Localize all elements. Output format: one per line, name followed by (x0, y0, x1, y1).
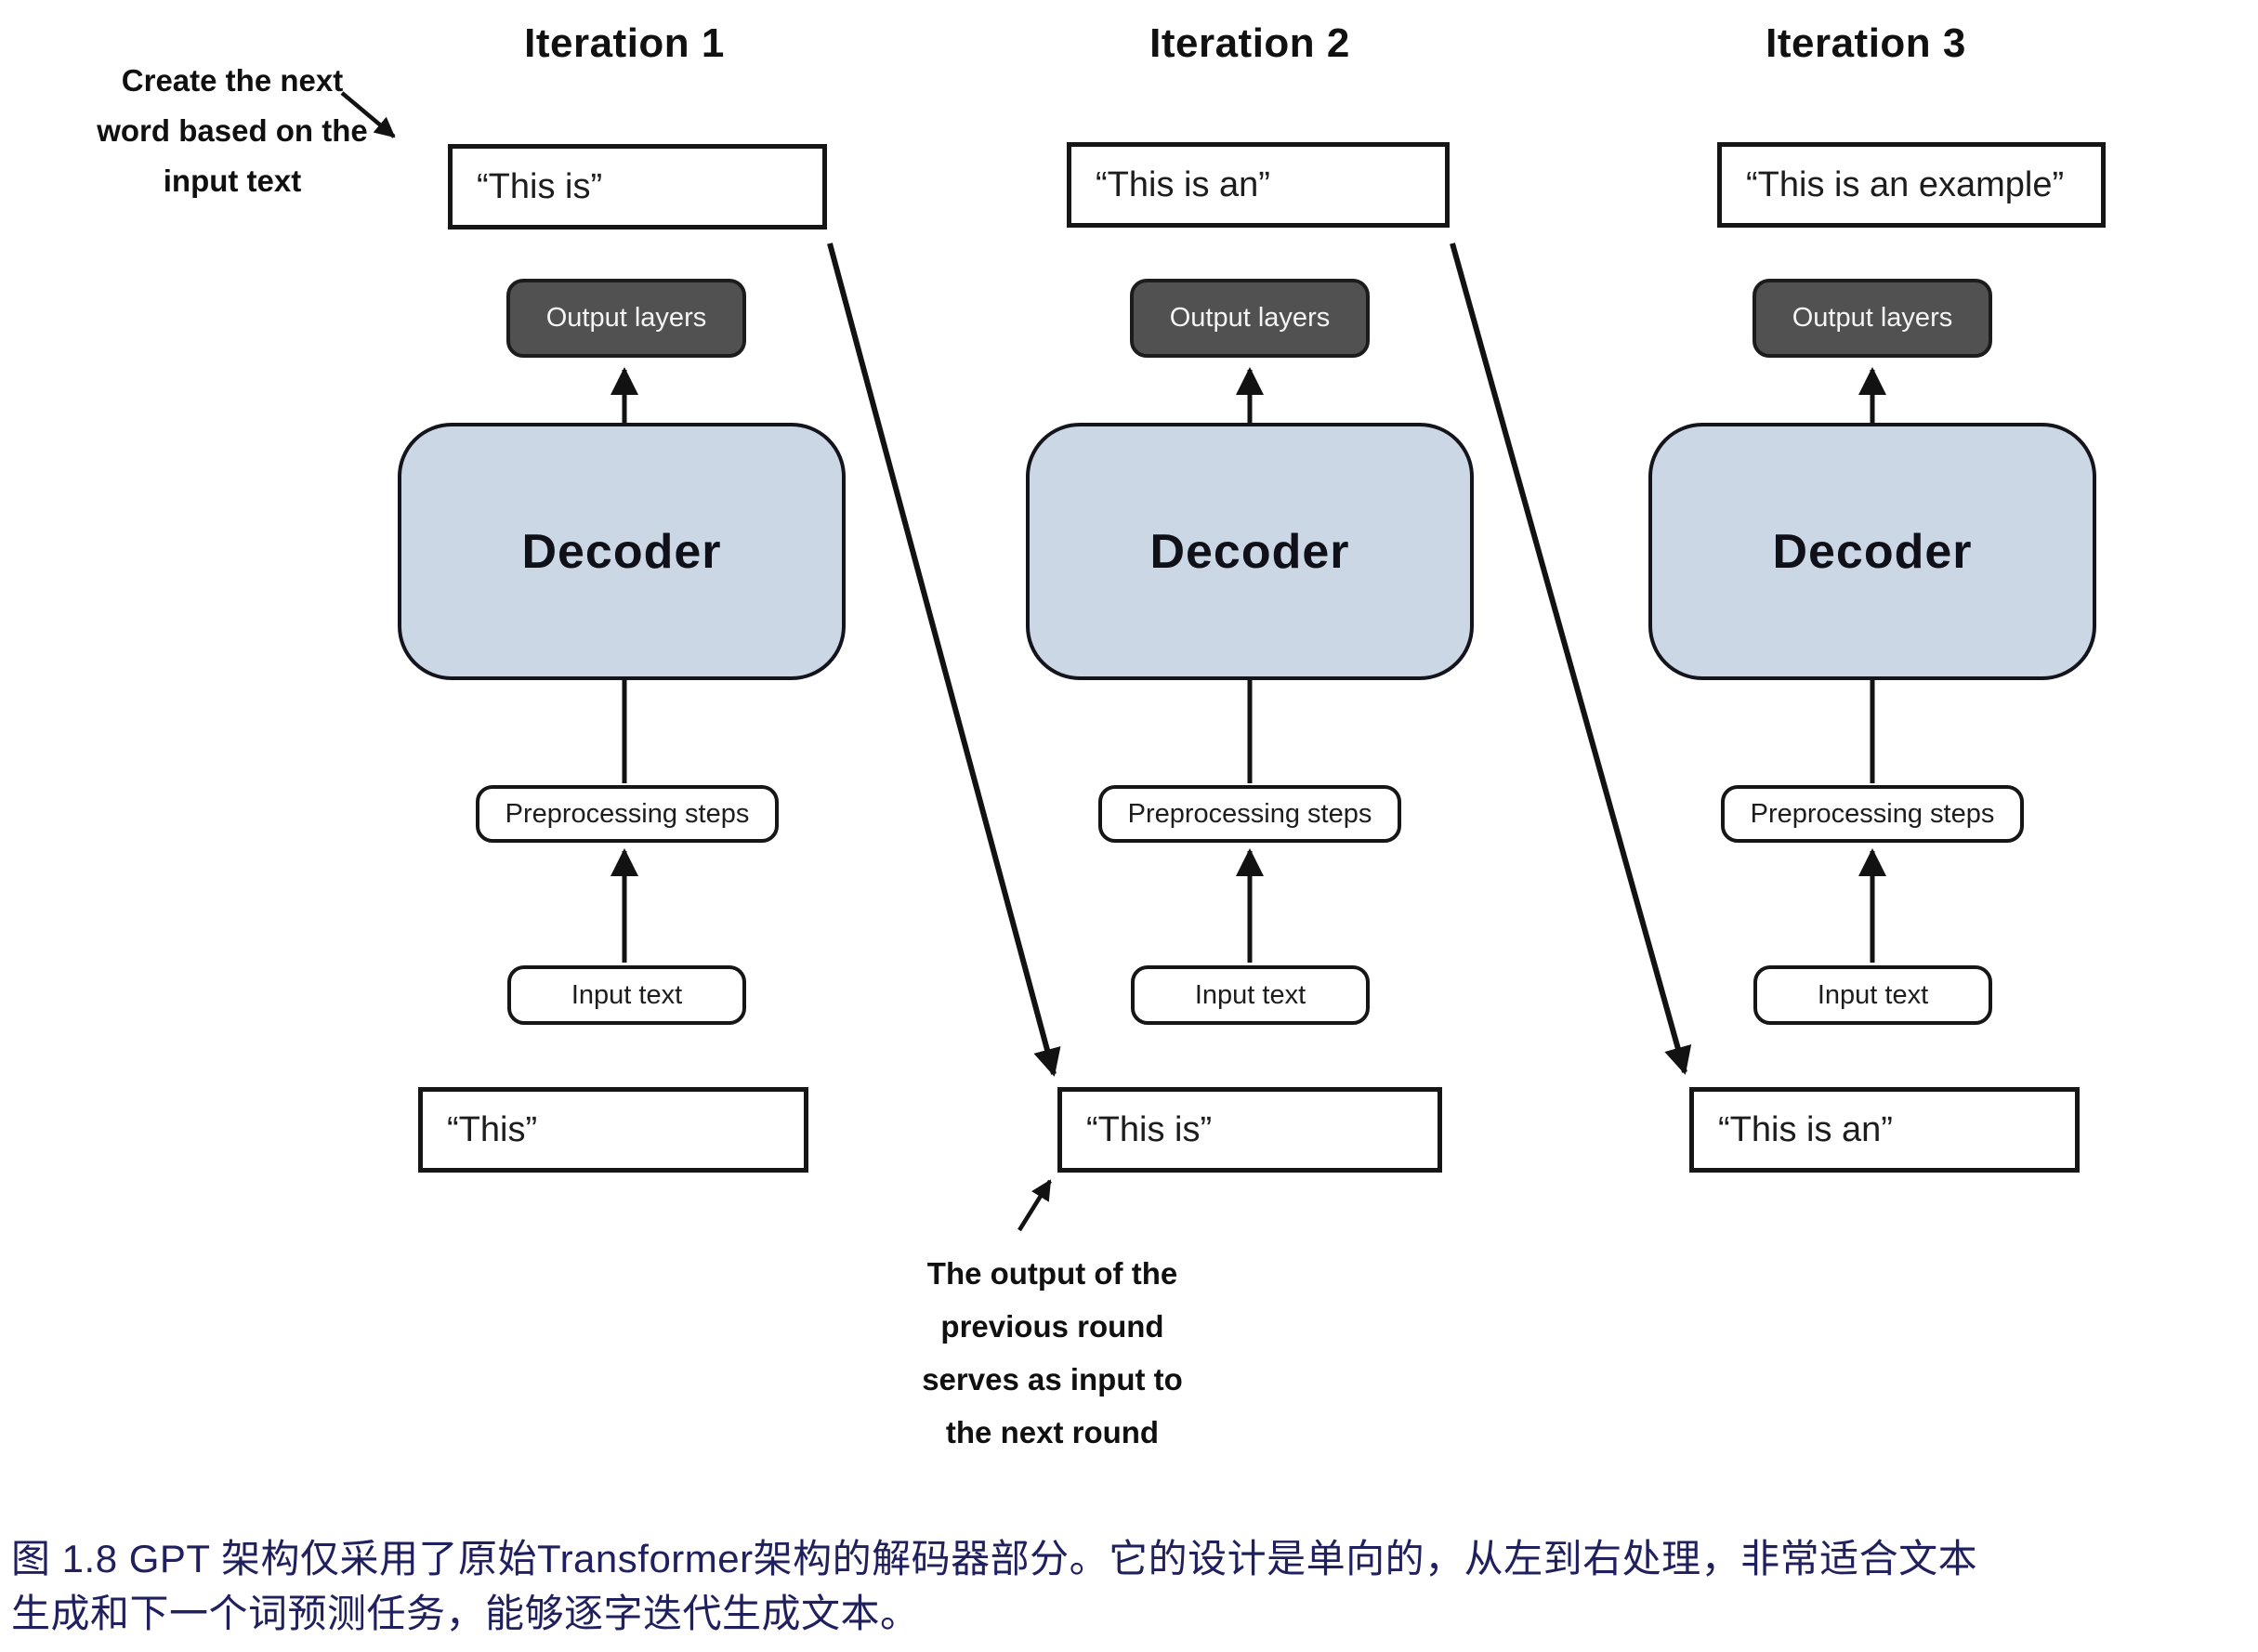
previous-text-box-3: “This is an” (1689, 1087, 2080, 1173)
iteration-title-3: Iteration 3 (1766, 20, 1966, 66)
output-layers-box-2: Output layers (1130, 279, 1370, 358)
decoder-box-3: Decoder (1648, 423, 2096, 680)
figure-caption-line: 生成和下一个词预测任务，能够逐字迭代生成文本。 (11, 1592, 920, 1635)
generated-text-box-3: “This is an example” (1717, 142, 2106, 228)
annotation-line: input text (163, 164, 302, 198)
arrow-output1-to-next-input (827, 243, 1061, 1077)
preprocessing-steps-box-1: Preprocessing steps (476, 785, 779, 843)
generated-text-box-1: “This is” (448, 144, 827, 229)
previous-text-box-2: “This is” (1057, 1087, 1442, 1173)
preprocessing-steps-box-2: Preprocessing steps (1098, 785, 1401, 843)
input-text-box-3: Input text (1753, 965, 1992, 1025)
iteration-title-2: Iteration 2 (1149, 20, 1350, 66)
output-layers-box-1: Output layers (506, 279, 746, 358)
annotation-line: the next round (945, 1415, 1160, 1449)
decoder-box-2: Decoder (1026, 423, 1474, 680)
annotation-create-next-word: Create the next word based on the input … (51, 56, 414, 206)
input-text-box-1: Input text (507, 965, 746, 1025)
annotation-line: word based on the (97, 113, 368, 148)
annotation-line: The output of the (926, 1256, 1178, 1291)
decoder-box-1: Decoder (398, 423, 846, 680)
annotation-line: previous round (940, 1309, 1164, 1344)
input-text-box-2: Input text (1131, 965, 1370, 1025)
generated-text-box-2: “This is an” (1067, 142, 1450, 228)
annotation-line: serves as input to (922, 1362, 1183, 1396)
arrow-output2-to-next-input (1450, 243, 1692, 1075)
previous-text-box-1: “This” (418, 1087, 808, 1173)
preprocessing-steps-box-3: Preprocessing steps (1721, 785, 2024, 843)
annotation-output-to-input: The output of the previous round serves … (869, 1247, 1236, 1459)
annotation-arrow-output-to-input (1017, 1179, 1052, 1232)
figure-caption: 图 1.8 GPT 架构仅采用了原始Transformer架构的解码器部分。它的… (11, 1531, 2251, 1641)
figure-caption-line: 图 1.8 GPT 架构仅采用了原始Transformer架构的解码器部分。它的… (11, 1537, 1978, 1580)
annotation-line: Create the next (121, 63, 344, 98)
iteration-title-1: Iteration 1 (524, 20, 725, 66)
output-layers-box-3: Output layers (1753, 279, 1992, 358)
